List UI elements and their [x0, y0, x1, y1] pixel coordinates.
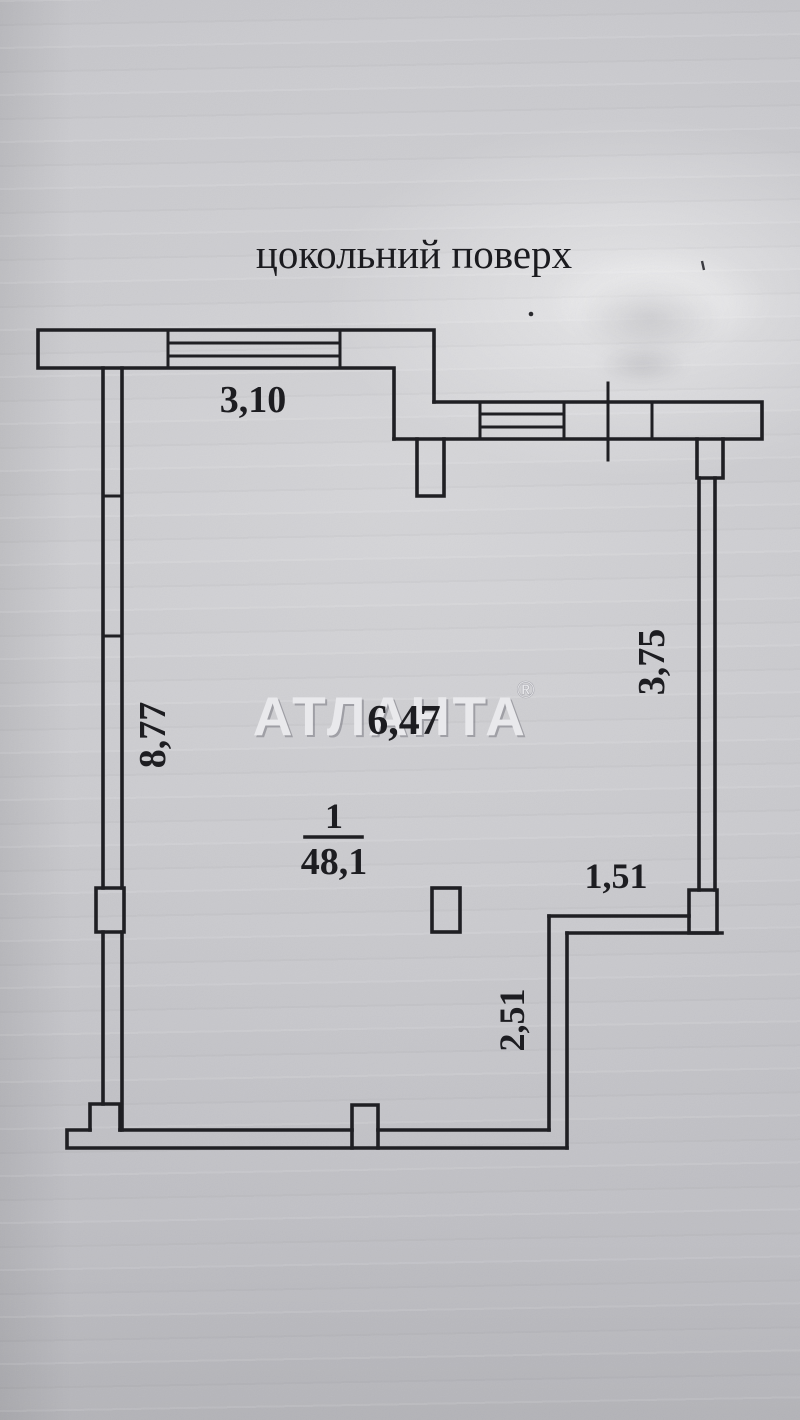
- window-symbol-2: [478, 400, 566, 441]
- dim-left-wall-label: 8,77: [132, 702, 174, 769]
- upper-right-wall: [392, 400, 764, 441]
- top-wall: [36, 328, 436, 441]
- room-number-label: 1: [325, 796, 343, 836]
- dim-notch-height-label: 2,51: [492, 989, 532, 1052]
- right-wall: [697, 476, 717, 892]
- step-wall: [547, 914, 724, 935]
- bottom-pilaster: [350, 1103, 380, 1150]
- room-area-label: 48,1: [301, 841, 368, 883]
- bottom-wall: [65, 1128, 569, 1150]
- registered-trademark-icon: ®: [517, 677, 537, 704]
- notch-wall: [547, 914, 569, 1150]
- pier-top: [415, 437, 446, 498]
- left-wall-block: [94, 886, 126, 934]
- bottom-left-block: [88, 1102, 122, 1132]
- paper-speck-2: [700, 260, 706, 271]
- dim-top-wall-label: 3,10: [220, 379, 287, 421]
- left-wall-joints: [101, 494, 124, 638]
- window-symbol-1: [166, 328, 342, 370]
- watermark-text: АТЛАНТА: [253, 685, 528, 747]
- paper-speck: [528, 311, 534, 317]
- left-wall: [101, 366, 124, 1132]
- dim-interior-width-label: 6,47: [367, 698, 441, 744]
- watermark-shadow: АТЛАНТА: [255, 687, 530, 749]
- right-wall-block: [695, 437, 725, 480]
- column-symbol: [430, 886, 462, 934]
- dim-step-width-label: 1,51: [585, 856, 648, 896]
- plan-title: цокольний поверх: [256, 231, 572, 277]
- dim-right-wall-label: 3,75: [631, 629, 673, 696]
